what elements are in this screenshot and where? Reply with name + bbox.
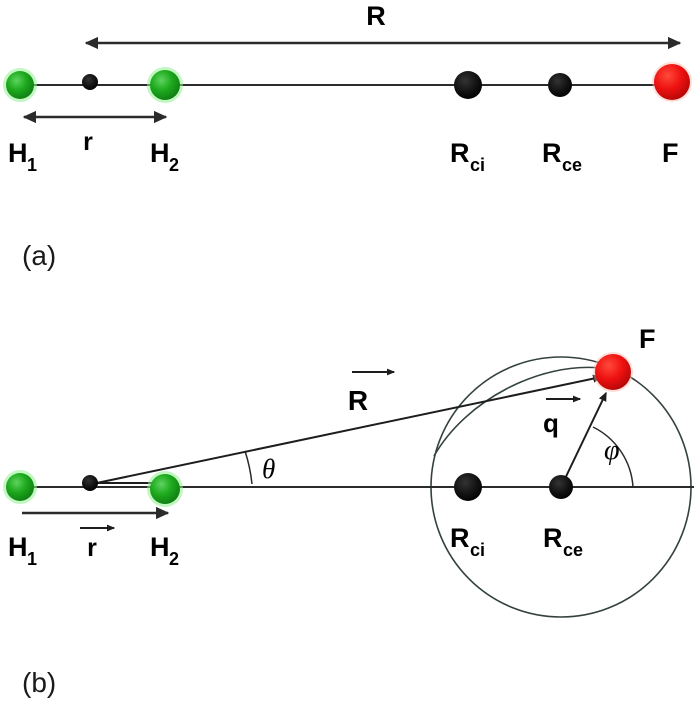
label-h1-a: H 1 [8,138,37,175]
label-R-b-text: R [348,385,368,416]
label-h2-b-text: H [150,532,170,562]
atom-h1-a [6,71,34,99]
panel-label-a: (a) [22,240,56,271]
label-rce-b-text: R [543,523,563,553]
point-rce-a [548,73,572,97]
label-h2-a: H 2 [150,138,179,175]
label-vector-q-b: q [543,395,582,438]
sphere-upper-arc-guide [433,366,602,457]
label-rce-a-text: R [542,138,562,168]
label-h1-a-text: H [8,138,28,168]
vector-q-b-line [560,391,607,488]
label-rce-b: R ce [543,523,583,560]
label-vector-r-b: r [80,524,116,562]
label-f-b: F [639,324,656,354]
label-rci-b: R ci [450,523,485,560]
angle-theta-arc [244,450,253,485]
label-h2-b: H 2 [150,532,179,569]
label-rci-a: R ci [450,138,485,175]
label-r-b-text: r [87,534,97,562]
label-rci-a-sub: ci [470,155,485,175]
panel-a: R r H 1 H 2 R ci R ce F (a) [3,1,692,271]
label-rci-a-text: R [450,138,470,168]
label-h1-b-sub: 1 [27,549,37,569]
angle-phi-arc [592,426,634,488]
vector-R-b-line [91,374,603,485]
label-h1-b: H 1 [8,532,37,569]
panel-label-b: (b) [22,667,56,698]
label-rce-b-sub: ce [563,540,583,560]
atom-h1-b [6,473,34,501]
midpoint-dot-a [82,74,98,90]
panel-b: R q r θ φ H 1 H 2 [3,324,694,698]
label-R-a: R [366,1,386,31]
atom-h2-a [150,70,180,100]
point-rce-b [549,475,573,499]
atom-h2-b [150,474,180,504]
atom-f-a [654,64,690,100]
midpoint-dot-b [82,475,98,491]
label-q-b-text: q [543,408,559,438]
label-phi: φ [604,435,620,466]
label-rce-a: R ce [542,138,582,175]
label-h2-b-sub: 2 [169,549,179,569]
point-rci-a [454,71,482,99]
label-h2-a-text: H [150,138,170,168]
label-h2-a-sub: 2 [169,155,179,175]
label-h1-a-sub: 1 [27,155,37,175]
label-theta: θ [262,454,275,484]
label-vector-R-b: R [348,368,396,416]
label-h1-b-text: H [8,532,28,562]
label-rci-b-text: R [450,523,470,553]
label-r-a: r [83,128,93,156]
point-rci-b [454,473,482,501]
label-f-a: F [662,138,679,168]
label-rci-b-sub: ci [470,540,485,560]
label-rce-a-sub: ce [562,155,582,175]
atom-f-b [595,354,631,390]
